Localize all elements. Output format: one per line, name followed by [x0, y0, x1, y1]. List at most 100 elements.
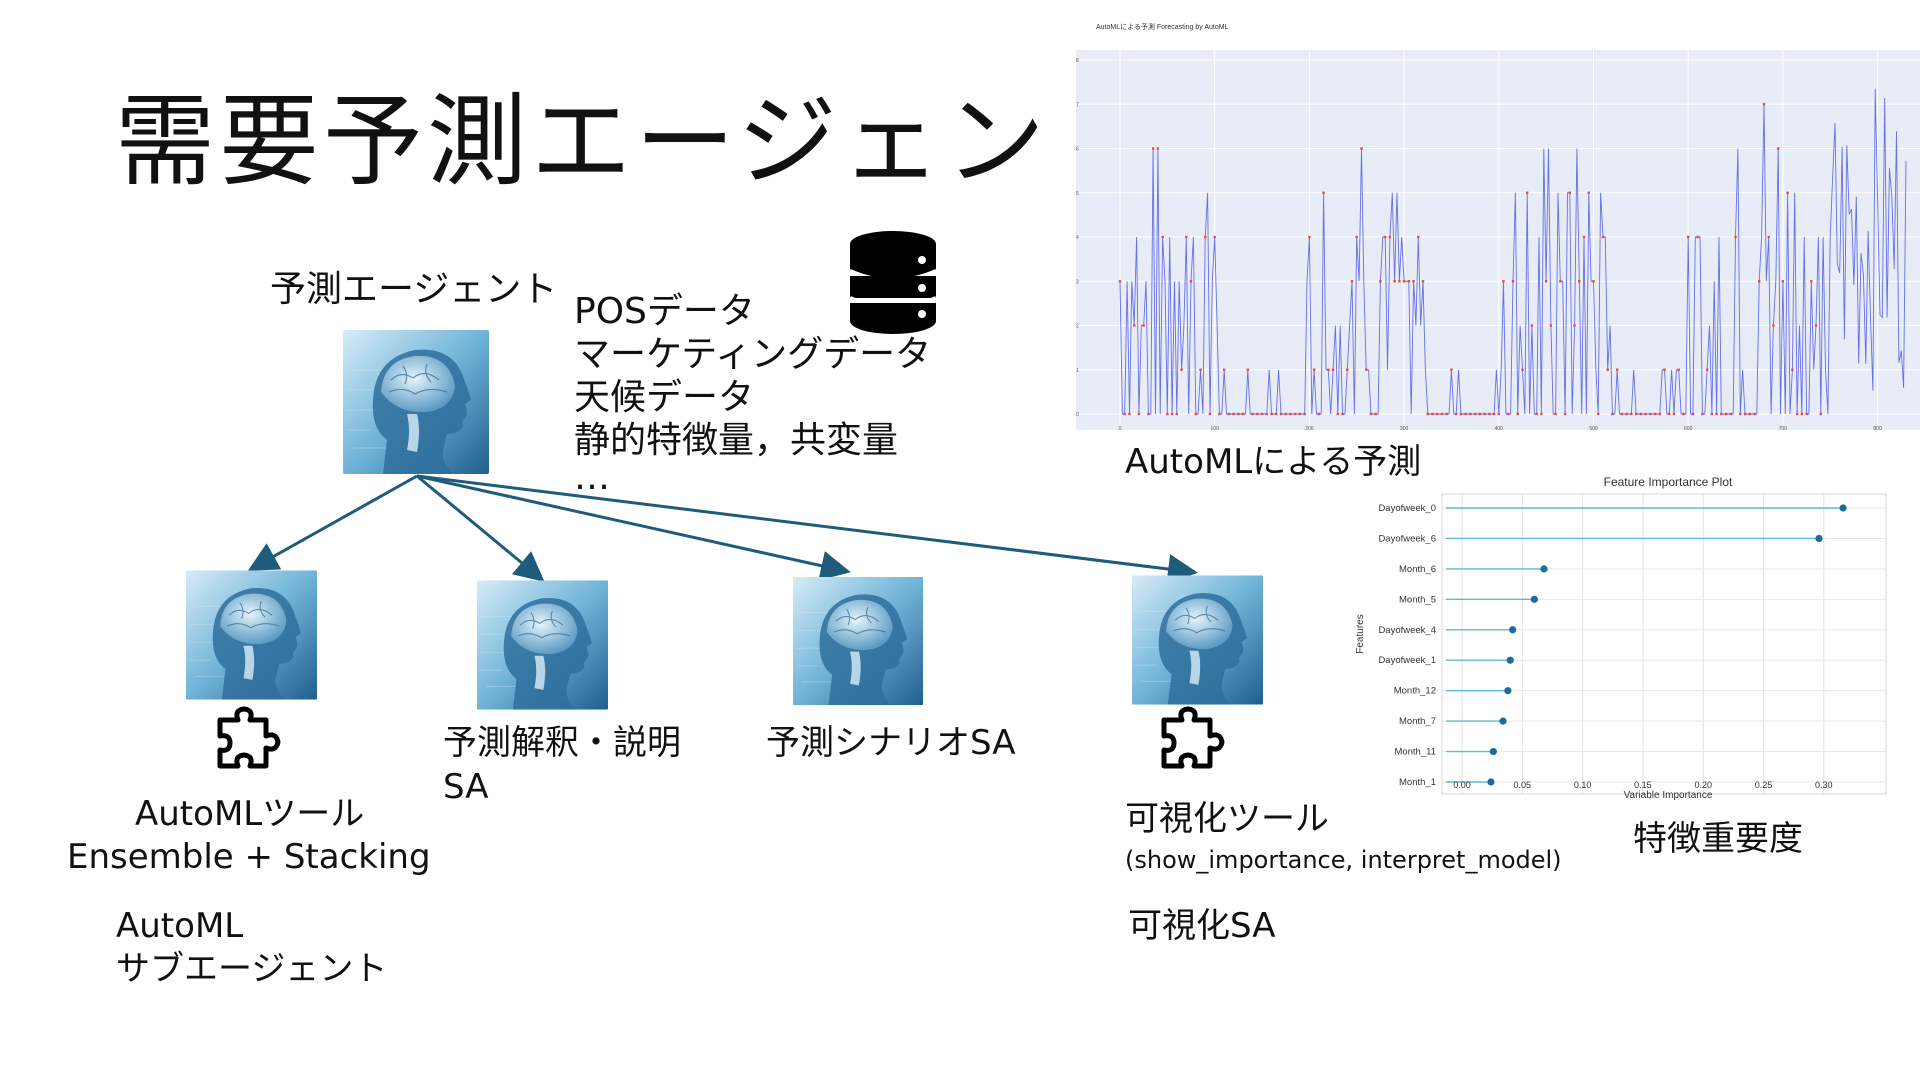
forecast-actual-point [1800, 412, 1804, 416]
forecast-actual-point [1625, 412, 1628, 416]
forecast-actual-point [1483, 412, 1486, 416]
forecast-actual-point [1668, 412, 1671, 416]
forecast-actual-point [1350, 280, 1354, 283]
forecast-actual-point [1246, 368, 1250, 371]
forecast-y-tick: 2 [1076, 324, 1079, 330]
automl-agent-head-image [186, 570, 317, 700]
forecast-actual-point [1208, 412, 1212, 416]
forecast-actual-point [1526, 191, 1529, 194]
viz-tool-label: 可視化ツール [1125, 799, 1329, 839]
forecast-x-tick: 200 [1305, 426, 1314, 432]
importance-caption: 特徴重要度 [1633, 819, 1803, 859]
forecast-actual-point [1275, 412, 1278, 416]
forecast-actual-point [1341, 412, 1344, 416]
feature-importance-title: Feature Importance Plot [1604, 475, 1733, 489]
importance-category-label: Dayofweek_1 [1378, 655, 1436, 666]
forecast-actual-point [1365, 368, 1368, 371]
forecast-actual-point [1691, 412, 1695, 416]
data-source-item: マーケティングデータ [574, 334, 932, 375]
forecast-y-tick: 1 [1076, 368, 1079, 374]
importance-x-tick: 0.25 [1755, 780, 1773, 790]
forecast-actual-point [1298, 412, 1302, 416]
forecast-actual-point [1521, 368, 1524, 371]
automl-sa-label: サブエージェント [116, 949, 388, 989]
forecast-x-tick: 700 [1779, 426, 1788, 432]
forecast-actual-point [1705, 368, 1709, 371]
forecast-actual-point [1436, 412, 1439, 416]
forecast-actual-point [1459, 412, 1463, 416]
forecast-actual-point [1260, 412, 1264, 416]
forecast-actual-point [1270, 412, 1273, 416]
forecast-actual-point [1284, 412, 1287, 416]
automl-sa-label: AutoML [116, 906, 244, 946]
forecast-actual-point [1724, 412, 1728, 416]
forecast-actual-point [1293, 412, 1297, 416]
forecast-actual-point [1587, 191, 1590, 194]
automl-tool-label: AutoMLツール [135, 794, 365, 834]
forecast-actual-point [1772, 324, 1775, 327]
forecast-actual-point [1758, 280, 1761, 283]
puzzle-icon [1160, 706, 1236, 778]
forecast-actual-point [1549, 324, 1553, 327]
forecast-actual-point [1559, 280, 1562, 283]
forecast-actual-point [1194, 412, 1197, 416]
forecast-actual-point [1369, 412, 1373, 416]
forecast-actual-point [1265, 412, 1268, 416]
forecast-actual-point [1620, 412, 1624, 416]
importance-point [1506, 656, 1514, 664]
forecast-actual-point [1445, 412, 1448, 416]
forecast-actual-point [1682, 412, 1685, 416]
forecast-actual-point [1492, 412, 1496, 416]
forecast-actual-point [1649, 412, 1652, 416]
forecast-actual-point [1653, 412, 1657, 416]
forecast-actual-point [1317, 412, 1321, 416]
forecast-actual-point [1137, 412, 1141, 416]
forecast-actual-point [1715, 412, 1718, 416]
importance-x-tick: 0.00 [1453, 780, 1471, 790]
forecast-actual-point [1156, 147, 1160, 150]
forecast-actual-point [1630, 412, 1633, 416]
forecast-actual-point [1118, 280, 1122, 283]
explain-agent-head-image [477, 580, 608, 710]
forecast-actual-point [1743, 412, 1747, 416]
forecast-actual-point [1469, 412, 1472, 416]
forecast-actual-point [1762, 103, 1766, 106]
forecast-actual-point [1634, 412, 1638, 416]
forecast-actual-point [1218, 412, 1221, 416]
forecast-actual-point [1128, 412, 1131, 416]
forecast-actual-point [1511, 280, 1515, 283]
importance-x-tick: 0.30 [1815, 780, 1833, 790]
forecast-actual-point [1440, 412, 1444, 416]
forecast-actual-point [1142, 324, 1145, 327]
automl-tool-method: Ensemble + Stacking [67, 837, 431, 877]
feature-importance-xlabel: Variable Importance [1624, 790, 1713, 801]
forecast-actual-point [1123, 412, 1126, 416]
forecast-actual-point [1696, 235, 1699, 239]
forecast-actual-point [1379, 280, 1382, 283]
importance-point [1509, 626, 1517, 634]
forecast-actual-point [1810, 280, 1813, 283]
data-source-item: POSデータ [574, 291, 755, 332]
forecast-y-tick: 7 [1076, 102, 1079, 108]
arrow-to-automl [247, 474, 418, 571]
forecast-chart-title: AutoMLによる予測 Forecasting by AutoML [1096, 22, 1229, 31]
forecast-y-tick: 6 [1076, 147, 1079, 153]
forecast-actual-point [1393, 280, 1396, 283]
forecast-actual-point [1417, 235, 1420, 239]
data-source-item: 静的特徴量，共変量 [574, 420, 899, 461]
forecast-actual-point [1151, 147, 1155, 150]
forecast-actual-point [1795, 412, 1799, 416]
forecast-caption: AutoMLによる予測 [1125, 442, 1422, 482]
importance-category-label: Dayofweek_6 [1378, 533, 1436, 544]
database-icon [848, 230, 938, 334]
importance-category-label: Month_11 [1394, 747, 1436, 758]
forecast-x-tick: 0 [1119, 426, 1122, 432]
forecast-actual-point [1256, 412, 1259, 416]
forecast-actual-point [1701, 412, 1704, 416]
importance-x-tick: 0.20 [1694, 780, 1712, 790]
forecast-actual-point [1497, 412, 1500, 416]
forecast-actual-point [1412, 280, 1415, 283]
forecast-actual-point [1686, 235, 1690, 239]
forecast-actual-point [1819, 412, 1822, 416]
feature-importance-ylabel: Features [1355, 614, 1366, 653]
